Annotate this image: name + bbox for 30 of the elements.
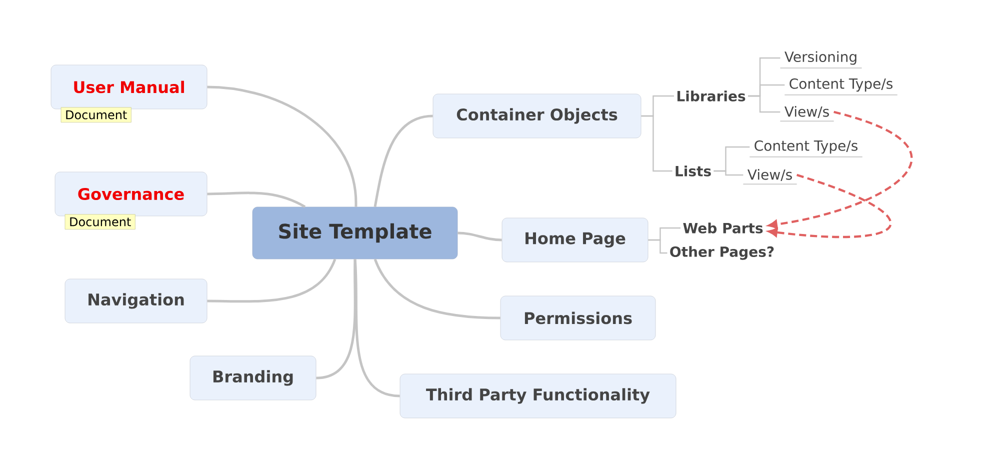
topic-box: Navigation	[64, 278, 208, 324]
topic-box: User Manual	[50, 64, 208, 110]
subtopic-label: Web Parts	[683, 222, 763, 234]
relationship-arrow	[768, 110, 912, 229]
subtopic-label: Content Type/s	[784, 78, 898, 96]
subtopic-label: Other Pages?	[670, 246, 774, 260]
topic-box: Third Party Functionality	[400, 374, 676, 418]
subtopic-label: Lists	[676, 166, 711, 176]
branch-line	[641, 115, 672, 172]
topic-box: Home Page	[502, 218, 648, 262]
subtopic-label: Versioning	[780, 51, 862, 68]
branch-line	[354, 259, 400, 398]
topic-box: Governance	[54, 172, 208, 216]
relationship-arrow	[768, 174, 892, 238]
subtopic-label: Libraries	[677, 90, 746, 102]
branch-line	[316, 259, 356, 380]
topic-box: Container Objects	[432, 94, 642, 138]
branch-line	[714, 170, 744, 176]
branch-line	[748, 95, 780, 113]
topic-box: Branding	[190, 356, 316, 400]
central-topic-box: Site Template	[252, 206, 458, 260]
note-tag: Document	[64, 214, 136, 230]
branch-line	[648, 239, 668, 254]
note-tag: Document	[60, 107, 132, 122]
subtopic-label: Content Type/s	[749, 140, 863, 158]
subtopic-label: View/s	[780, 106, 834, 122]
branch-line	[458, 232, 502, 242]
branch-line	[207, 86, 358, 207]
topic-box: Permissions	[500, 296, 656, 340]
subtopic-label: View/s	[742, 169, 798, 185]
